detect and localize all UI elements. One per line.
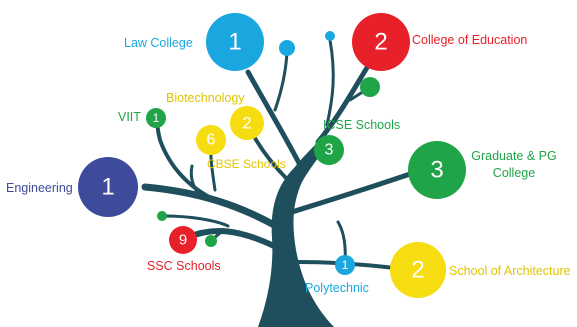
leaf-green-left	[157, 211, 167, 221]
node-viit-number: 1	[153, 111, 160, 125]
node-education-label: College of Education	[412, 33, 528, 47]
node-icse-number: 3	[325, 142, 334, 159]
node-icse-circle	[314, 135, 344, 165]
node-graduate-circle	[408, 141, 466, 199]
node-engineering-number: 1	[101, 174, 114, 201]
branch-law	[245, 69, 303, 168]
node-viit-circle	[146, 108, 166, 128]
node-architecture-label: School of Architecture	[449, 264, 571, 278]
node-law-circle	[206, 13, 264, 71]
node-law-number: 1	[228, 29, 241, 56]
tree-trunk	[258, 142, 334, 327]
node-engineering-label: Engineering	[6, 181, 73, 195]
node-biotech-number: 2	[242, 114, 251, 133]
leaf-blue-large	[279, 40, 295, 56]
node-cbse-number: 6	[207, 132, 216, 149]
branch-ssc-twig	[161, 214, 230, 228]
branch-engineering	[141, 183, 280, 230]
node-biotech-label: Biotechnology	[166, 91, 245, 105]
node-graduate-number: 3	[430, 157, 443, 184]
node-education-number: 2	[374, 29, 387, 56]
branch-graduate	[289, 171, 413, 215]
node-ssc-circle	[169, 226, 197, 254]
node-engineering-circle	[78, 157, 138, 217]
node-architecture-number: 2	[411, 257, 424, 284]
node-polytechnic-label: Polytechnic	[305, 281, 369, 295]
node-polytechnic-circle	[335, 255, 355, 275]
node-law-label: Law College	[124, 36, 193, 50]
leaf-green-top	[360, 77, 380, 97]
node-cbse-circle	[196, 125, 226, 155]
node-icse-label: ICSE Schools	[323, 118, 401, 132]
branch-education-twig	[325, 38, 335, 127]
leaf-green-ssc	[205, 235, 217, 247]
node-education-circle	[352, 13, 410, 71]
node-graduate-label: Graduate & PG College	[462, 149, 566, 181]
node-graduate-label-line1: Graduate & PG	[471, 149, 557, 163]
node-ssc-number: 9	[179, 232, 187, 249]
node-architecture-circle	[390, 242, 446, 298]
branch-law-twig	[273, 50, 289, 112]
leaf-blue-small	[325, 31, 335, 41]
branch-cbse	[189, 164, 202, 198]
node-biotech-circle	[230, 106, 264, 140]
node-ssc-label: SSC Schools	[147, 259, 221, 273]
branch-ssc	[183, 228, 277, 249]
node-viit-label: VIIT	[118, 110, 141, 124]
node-cbse-label: CBSE Schools	[207, 157, 286, 171]
node-polytechnic-number: 1	[342, 258, 349, 272]
node-graduate-label-line2: College	[492, 166, 536, 181]
branch-education	[315, 63, 371, 145]
